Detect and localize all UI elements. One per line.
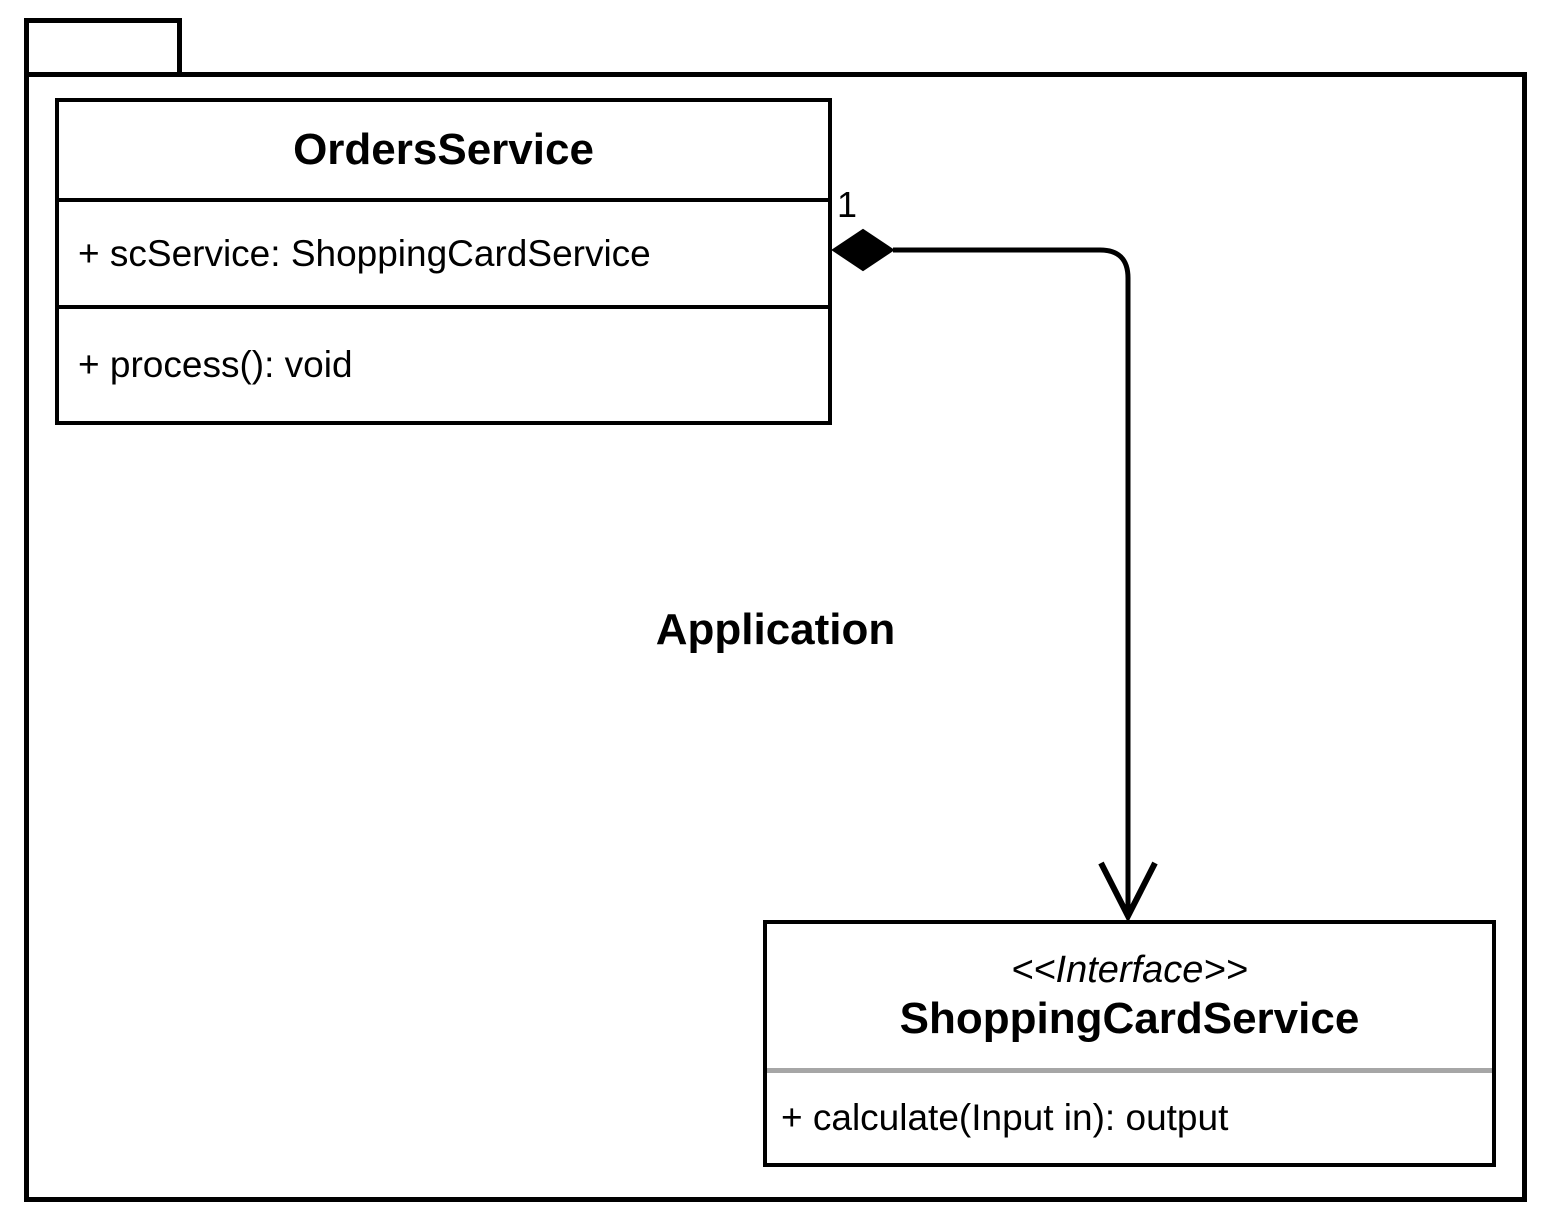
attribute-entry: + scService: ShoppingCardService — [78, 232, 651, 274]
multiplicity-label: 1 — [837, 184, 858, 225]
composition-diamond-icon — [831, 228, 895, 272]
interface-name-compartment: <<Interface>> ShoppingCardService — [767, 924, 1492, 1068]
package-name-label: Application — [655, 605, 896, 654]
interface-stereotype-label: <<Interface>> — [1011, 949, 1248, 991]
interface-methods-compartment: + calculate(Input in): output — [767, 1068, 1492, 1163]
connector-line — [893, 247, 1131, 915]
interface-shopping-card-service: <<Interface>> ShoppingCardService + calc… — [763, 920, 1496, 1167]
class-title: OrdersService — [293, 125, 594, 174]
class-methods-compartment: + process(): void — [59, 305, 828, 421]
open-arrowhead-icon — [1098, 861, 1158, 923]
class-name-compartment: OrdersService — [59, 102, 828, 198]
package-frame — [24, 72, 1527, 1202]
class-attributes-compartment: + scService: ShoppingCardService — [59, 198, 828, 305]
method-entry: + calculate(Input in): output — [781, 1097, 1229, 1138]
method-entry: + process(): void — [78, 344, 353, 385]
class-orders-service: OrdersService + scService: ShoppingCardS… — [55, 98, 832, 425]
composition-connector — [831, 228, 1158, 923]
package-tab — [24, 18, 182, 72]
interface-title: ShoppingCardService — [899, 994, 1360, 1043]
